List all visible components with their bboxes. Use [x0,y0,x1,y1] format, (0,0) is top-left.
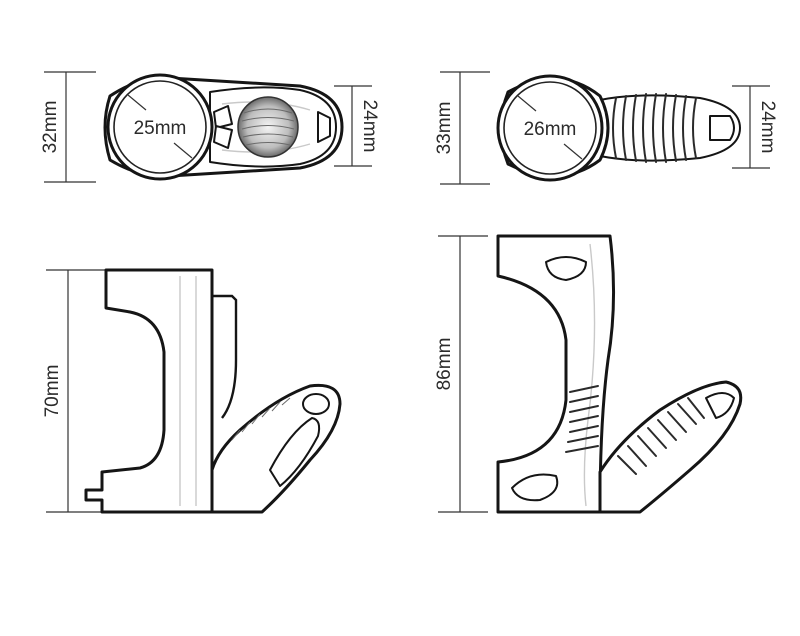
top-left-side-dimension: 24mm [334,85,380,167]
bottom-right-height-dimension: 86mm [434,235,488,513]
top-right-side-label: 24mm [757,101,778,154]
top-right-side-dimension: 24mm [732,85,778,169]
ribs-pattern [565,385,599,453]
top-right-diameter-label: 26mm [524,119,577,140]
bottom-right-side-view: 86mm [434,234,743,514]
top-left-ring-view: 32mm 25mm 24mm [40,71,380,183]
top-left-side-label: 24mm [359,100,380,153]
bottom-left-height-dimension: 70mm [42,269,106,513]
bottom-left-height-label: 70mm [42,365,63,418]
top-right-height-dimension: 33mm [434,71,490,185]
top-left-diameter-label: 25mm [134,118,187,139]
vibrator-ball-icon [237,96,299,158]
bottom-left-side-view: 70mm [42,268,342,514]
bottom-right-height-label: 86mm [434,338,455,391]
ribs-pattern [612,93,697,163]
top-left-height-label: 32mm [40,101,61,154]
top-left-height-dimension: 32mm [40,71,96,183]
top-right-ring-view: 33mm 26mm 24mm [434,71,778,185]
top-right-height-label: 33mm [434,102,455,155]
ribs-pattern [617,397,705,475]
